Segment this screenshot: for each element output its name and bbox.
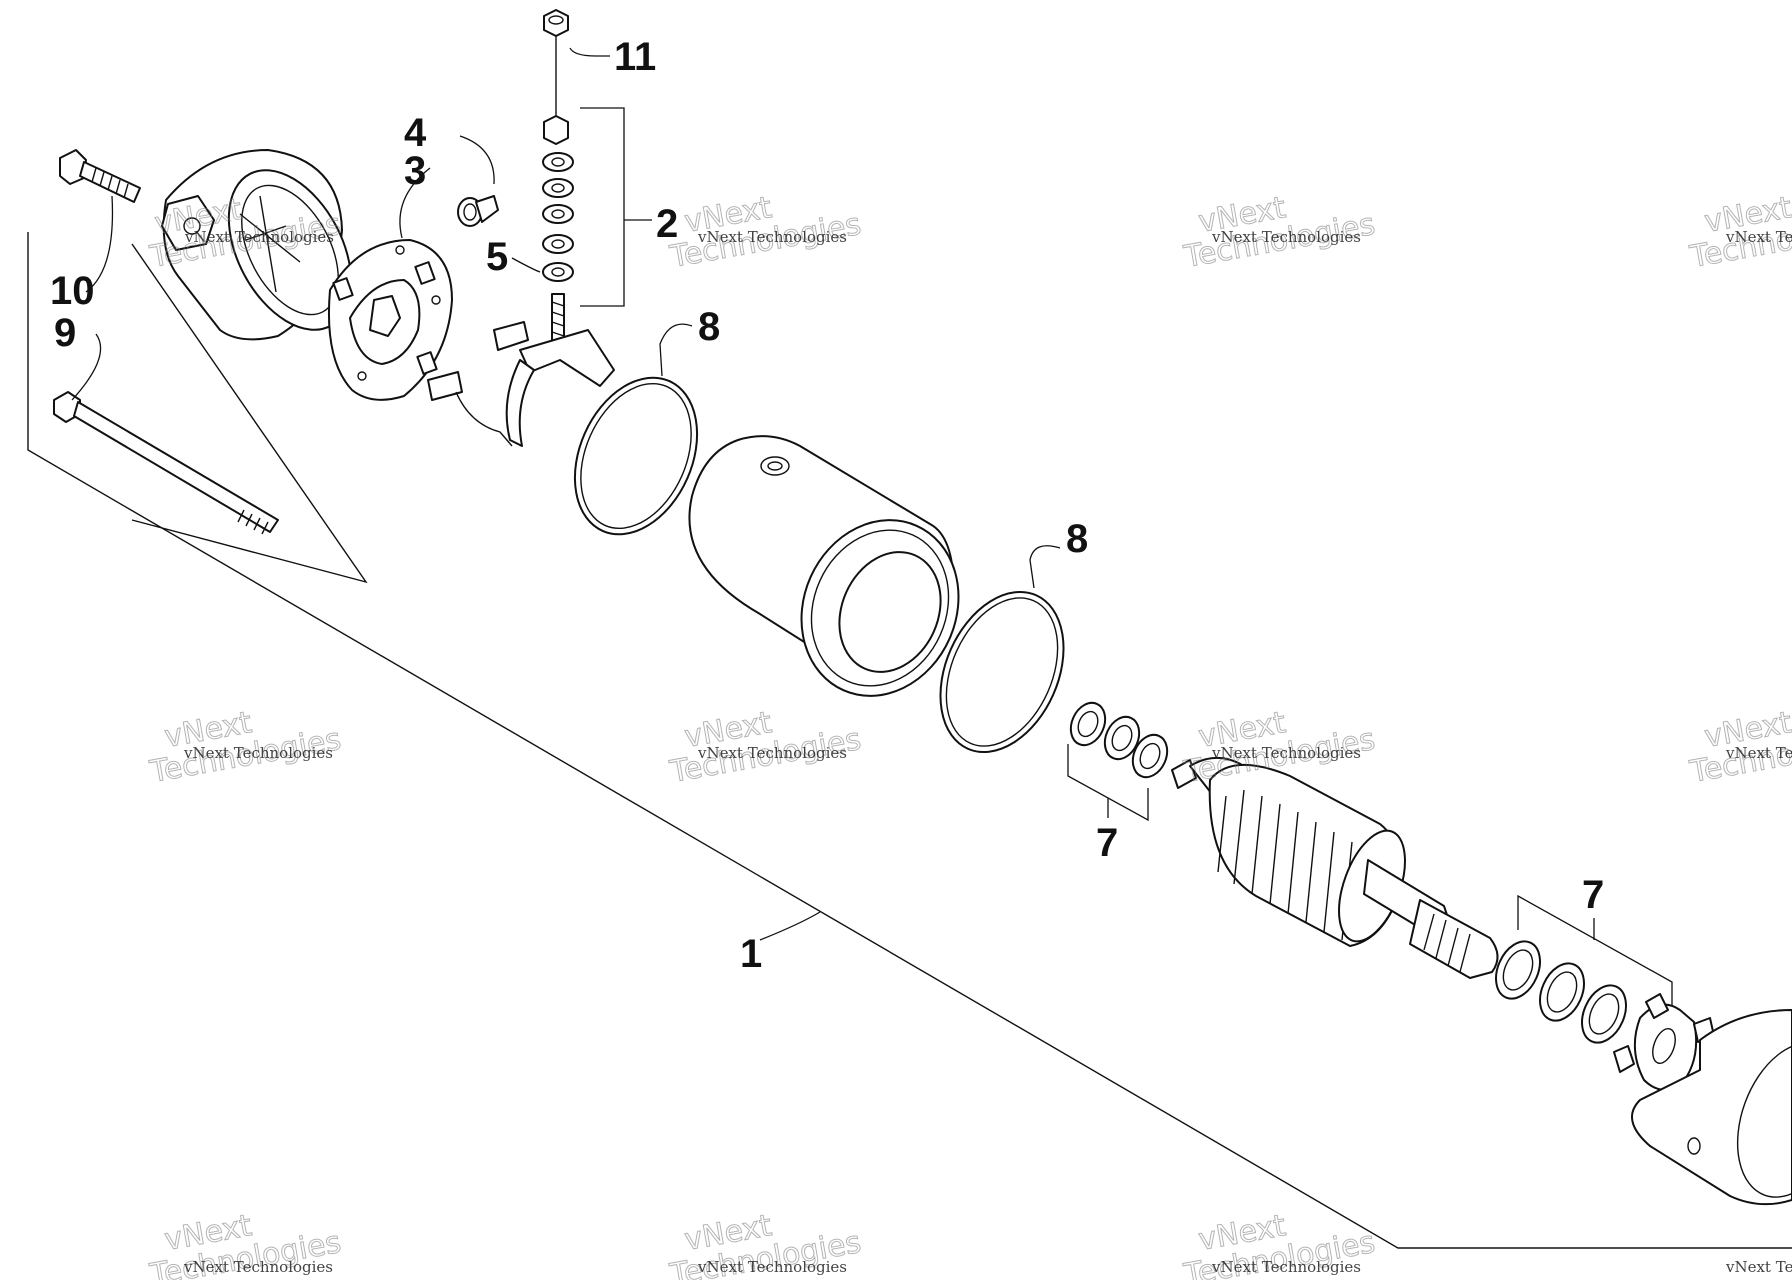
watermark-text: vNext Technologies [1211, 744, 1361, 762]
watermark-text: vNext Technologies [1725, 744, 1792, 762]
watermark: vNext Technologies [1686, 190, 1792, 276]
watermark-layer: vNext Technologies vNext Technologies vN… [146, 190, 1792, 1280]
leader-1 [759, 911, 821, 941]
leader-8a [659, 323, 693, 377]
callout-7-front: 7 [1582, 873, 1604, 917]
callout-5: 5 [486, 235, 508, 279]
part-4-bearing[interactable] [457, 195, 499, 227]
callout-2: 2 [656, 202, 678, 246]
leader-10 [85, 195, 114, 293]
callout-numbers: 1 2 3 4 5 7 7 8 8 9 10 11 [50, 35, 1604, 976]
leader-lines [71, 47, 1061, 941]
part-10-flange-bolt[interactable] [59, 149, 141, 203]
rear-end-cover[interactable] [161, 149, 376, 351]
watermark: vNext Technologies [1180, 190, 1378, 276]
callout-7-rear: 7 [1096, 821, 1118, 865]
part-5-washer[interactable] [542, 262, 574, 282]
callout-9: 9 [54, 311, 76, 355]
watermark-text: vNext Technologies [1211, 228, 1361, 246]
watermark-text: vNext Technologies [1725, 1258, 1792, 1276]
callout-11: 11 [614, 35, 656, 79]
callout-8-front: 8 [1066, 517, 1088, 561]
front-end-cover[interactable] [1631, 1009, 1792, 1212]
leader-11 [569, 47, 610, 57]
part-3-brush-plate[interactable] [327, 239, 453, 401]
watermark-text: vNext Technologies [697, 228, 847, 246]
leader-4 [459, 135, 495, 185]
watermark: vNext Technologies [1686, 705, 1792, 791]
part-8-o-ring-front[interactable] [917, 572, 1088, 771]
part-8-o-ring-rear[interactable] [551, 358, 720, 553]
watermark-text: vNext Technologies [183, 1258, 333, 1276]
leader-8b [1029, 545, 1061, 589]
watermark: vNext Technologies [666, 190, 864, 276]
callout-3: 3 [404, 149, 426, 193]
lock-plate[interactable] [1613, 993, 1715, 1091]
leader-9 [71, 333, 102, 401]
brush-holder-terminal[interactable] [427, 293, 615, 447]
watermark: vNext Technologies [146, 705, 344, 791]
leader-5 [511, 257, 541, 273]
watermark-text: vNext Technologies [1211, 1258, 1361, 1276]
yoke-housing[interactable] [688, 435, 986, 721]
callout-4: 4 [404, 111, 427, 155]
watermark-text: vNext Technologies [697, 744, 847, 762]
watermark-text: vNext Technologies [183, 744, 333, 762]
part-7-thrust-washers-rear[interactable] [1064, 697, 1173, 822]
callout-10: 10 [50, 269, 95, 313]
part-9-through-bolt[interactable] [53, 391, 279, 535]
watermark: vNext Technologies [666, 705, 864, 791]
part-11-nut[interactable] [543, 9, 569, 37]
leader-3 [399, 167, 431, 239]
watermark-text: vNext Technologies [184, 228, 334, 246]
part-7-thrust-washers-front[interactable] [1488, 894, 1673, 1050]
callout-8-rear: 8 [698, 305, 720, 349]
armature[interactable] [1171, 756, 1499, 979]
callout-1: 1 [740, 932, 762, 976]
watermark-text: vNext Technologies [1725, 228, 1792, 246]
watermark-text: vNext Technologies [697, 1258, 847, 1276]
part-2-terminal-hardware-stack[interactable] [542, 107, 652, 307]
assembly-bracket-1 [27, 232, 1792, 1249]
